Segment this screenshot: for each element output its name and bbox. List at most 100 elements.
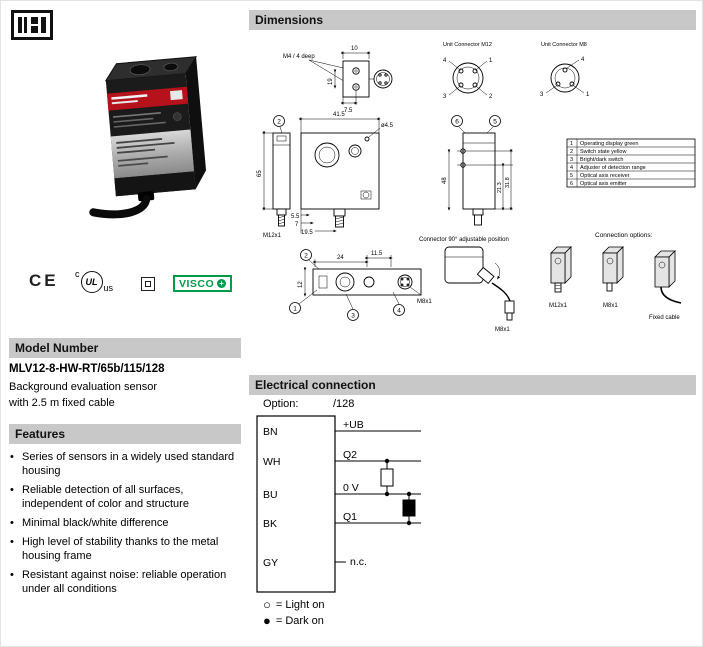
callout-2: 2 xyxy=(277,118,281,125)
dark-on-load xyxy=(402,499,416,517)
left-column: CE c UL us VISCO + Model Number MLV12-8-… xyxy=(1,1,249,646)
bottom-width-dim: 24 xyxy=(337,255,344,261)
feature-item: Minimal black/white difference xyxy=(9,516,239,530)
callout-5: 5 xyxy=(493,118,497,125)
visco-circle-icon: + xyxy=(217,279,227,288)
wire-abbr-bu: BU xyxy=(263,489,278,501)
legend-text: Optical axis emitter xyxy=(580,181,627,187)
callout-3: 3 xyxy=(351,312,355,319)
sensor-lens-receiver xyxy=(163,62,179,72)
bottom-thread-label: M8x1 xyxy=(417,299,432,305)
front-view: 41.5 ø4.5 5.5 7 19.5 xyxy=(291,112,394,236)
option-label-m12: M12x1 xyxy=(549,303,568,309)
connection-options: Connection options: M12x1 M8x1 xyxy=(549,232,682,321)
option-m8x1: M8x1 xyxy=(602,246,624,309)
option-label-fixed-cable: Fixed cable xyxy=(649,315,680,321)
callout-1: 1 xyxy=(293,305,297,312)
model-number-header: Model Number xyxy=(9,338,241,358)
description-line-2: with 2.5 m fixed cable xyxy=(9,397,115,409)
right-column: Dimensions M4 / 4 deep 10 19 7.5 xyxy=(249,1,702,646)
ul-c-prefix: c xyxy=(75,269,80,279)
feature-item: Series of sensors in a widely used stand… xyxy=(9,450,239,478)
m8-pin-4: 4 xyxy=(581,57,585,63)
dark-on-text: = Dark on xyxy=(275,614,324,627)
ce-mark: CE xyxy=(29,271,59,290)
light-on-load xyxy=(380,468,394,487)
sensor-side-face xyxy=(185,56,207,190)
visco-logo: VISCO + xyxy=(173,275,233,292)
m12-connector-title: Unit Connector M12 xyxy=(443,42,492,48)
dark-on-symbol: ● xyxy=(263,613,271,628)
legend-text: Operating display green xyxy=(580,141,638,147)
m12-thread-label: M12x1 xyxy=(263,233,282,239)
wire-signal-q1: Q1 xyxy=(343,511,357,523)
option-label-m8: M8x1 xyxy=(603,303,618,309)
fixed-cable xyxy=(89,194,151,219)
brand-logo xyxy=(11,10,53,40)
m12-pin-4: 4 xyxy=(443,58,447,64)
top-height-dim: 19 xyxy=(328,78,334,85)
legend-num: 5 xyxy=(570,173,573,179)
model-number: MLV12-8-HW-RT/65b/115/128 xyxy=(9,363,165,375)
side-height-dim: 48 xyxy=(442,177,448,184)
m8-connector-title: Unit Connector M8 xyxy=(541,42,587,48)
legend-text: Optical axis receiver xyxy=(580,173,630,179)
callout-6: 6 xyxy=(455,118,459,125)
bottom-12-dim: 12 xyxy=(298,281,304,288)
output-legend: ○ = Light on ● = Dark on xyxy=(263,598,324,630)
dim-5-5: 5.5 xyxy=(291,214,300,220)
legend-num: 1 xyxy=(570,141,573,147)
option-fixed-cable: Fixed cable xyxy=(649,250,682,321)
connection-options-title: Connection options: xyxy=(595,232,653,239)
feature-item: High level of stability thanks to the me… xyxy=(9,535,239,563)
visco-text: VISCO xyxy=(179,277,215,290)
front-width-dim: 41.5 xyxy=(333,112,345,118)
electrical-diagram: BN +UB WH Q2 BU 0 V BK Q1 GY n.c. xyxy=(256,415,421,593)
bottom-11-5-dim: 11.5 xyxy=(371,251,383,257)
m12-pin-2: 2 xyxy=(489,94,493,100)
dimensions-drawing: M4 / 4 deep 10 19 7.5 xyxy=(257,42,696,333)
side-view: 6 5 48 21.3 31.8 xyxy=(442,115,513,226)
indicator-legend-table: 1 Operating display green 2 Switch state… xyxy=(566,138,696,188)
adjuster-screw xyxy=(172,112,182,121)
legend-text: Bright/dark switch xyxy=(580,157,623,163)
sensor-metal-housing xyxy=(110,129,195,179)
option-label: Option: xyxy=(263,398,299,410)
dim-19-5: 19.5 xyxy=(301,230,313,236)
description-line-1: Background evaluation sensor xyxy=(9,381,157,393)
wire-abbr-wh: WH xyxy=(263,456,281,468)
unit-connector-m8: Unit Connector M8 4 3 1 xyxy=(540,42,590,98)
legend-text: Switch state yellow xyxy=(580,149,626,155)
callout-4: 4 xyxy=(397,307,401,314)
legend-dark-on: ● = Dark on xyxy=(263,614,324,627)
axis-31-8-dim: 31.8 xyxy=(505,177,511,188)
hole-dia-dim: ø4.5 xyxy=(381,123,394,129)
top-view-drawing: M4 / 4 deep 10 19 7.5 xyxy=(283,46,393,114)
m8-pin-1: 1 xyxy=(586,92,590,98)
feature-item: Reliable detection of all surfaces, inde… xyxy=(9,483,239,511)
light-on-text: = Light on xyxy=(275,598,325,611)
wire-box xyxy=(256,415,336,593)
callout-2b: 2 xyxy=(304,252,308,259)
bottom-view: 2 24 11.5 12 1 3 4 xyxy=(289,249,432,321)
legend-num: 2 xyxy=(570,149,573,155)
top-width-dim: 10 xyxy=(351,46,358,52)
features-header: Features xyxy=(9,424,241,444)
protection-class-icon xyxy=(141,277,155,291)
wire-signal-0v: 0 V xyxy=(343,482,359,494)
side-profile-view: 2 65 M12x1 xyxy=(257,115,291,239)
legend-num: 6 xyxy=(570,181,573,187)
m8-pin-3: 3 xyxy=(540,92,544,98)
legend-light-on: ○ = Light on xyxy=(263,598,324,611)
wire-signal-q2: Q2 xyxy=(343,449,357,461)
height-65-dim: 65 xyxy=(257,170,263,177)
wire-abbr-gy: GY xyxy=(263,557,278,569)
wire-abbr-bn: BN xyxy=(263,426,278,438)
sensor-red-label xyxy=(106,86,189,111)
dim-7: 7 xyxy=(295,222,299,228)
features-list: Series of sensors in a widely used stand… xyxy=(9,450,239,601)
connector-note: Connector 90° adjustable position xyxy=(419,237,509,243)
electrical-header: Electrical connection xyxy=(249,375,696,395)
option-row: Option: /128 xyxy=(249,398,696,414)
